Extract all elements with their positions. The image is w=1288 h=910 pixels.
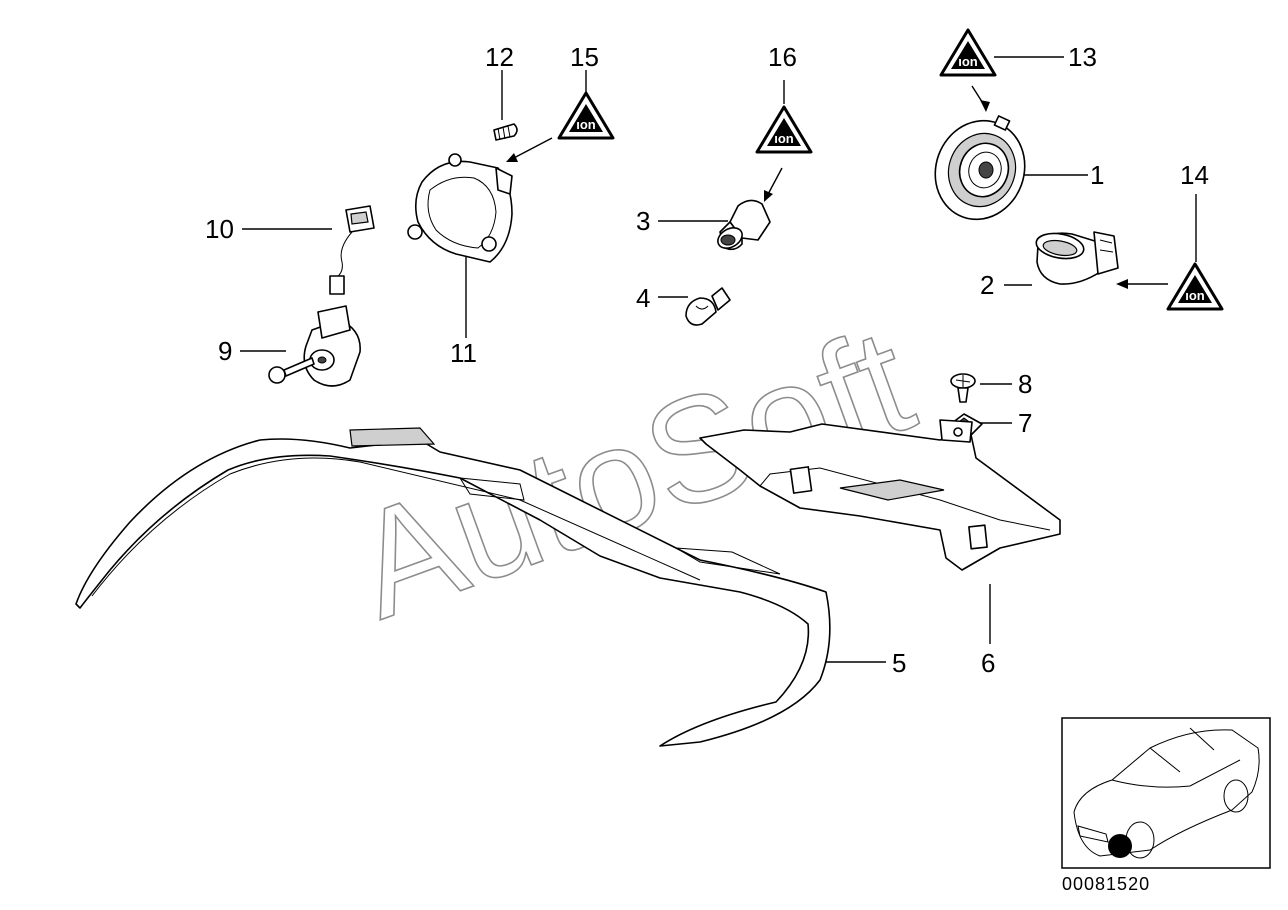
callout-3: 3 (636, 206, 650, 236)
callout-7: 7 (1018, 408, 1032, 438)
callout-16: 16 (768, 42, 797, 72)
part-6-bracket (699, 419, 1061, 571)
callout-4: 4 (636, 283, 650, 313)
svg-text:ıon: ıon (774, 131, 794, 146)
part-5-trim-strip (75, 427, 831, 747)
callout-15: 15 (570, 42, 599, 72)
warning-triangle-15: ıon (557, 91, 615, 140)
callout-14: 14 (1180, 160, 1209, 190)
callout-1: 1 (1090, 160, 1104, 190)
leader-lines (240, 56, 1197, 663)
part-12-screw (493, 123, 518, 141)
reference-code: 00081520 (1062, 874, 1150, 894)
part-9-adjuster (268, 305, 361, 387)
callout-9: 9 (218, 336, 232, 366)
callout-11: 11 (450, 338, 477, 368)
svg-text:ıon: ıon (958, 54, 978, 69)
callout-5: 5 (892, 648, 906, 678)
part-3-socket (717, 199, 771, 251)
warning-triangle-14: ıon (1166, 262, 1224, 311)
warning-triangle-13: ıon (939, 28, 997, 77)
callout-2: 2 (980, 270, 994, 300)
part-8-screw (950, 373, 976, 403)
callout-8: 8 (1018, 369, 1032, 399)
callout-10: 10 (205, 214, 234, 244)
callout-6: 6 (981, 648, 995, 678)
part-2-bulb-holder (1035, 231, 1119, 285)
vehicle-location-inset (1061, 717, 1271, 869)
part-4-bulb (685, 287, 731, 326)
svg-text:ıon: ıon (1185, 288, 1205, 303)
warning-triangle-16: ıon (755, 105, 813, 154)
svg-text:ıon: ıon (576, 117, 596, 132)
part-1-socket-ring (934, 115, 1026, 221)
part-10-connector (329, 205, 375, 295)
part-11-headlight-module (407, 153, 513, 263)
callout-13: 13 (1068, 42, 1097, 72)
callout-12: 12 (485, 42, 514, 72)
